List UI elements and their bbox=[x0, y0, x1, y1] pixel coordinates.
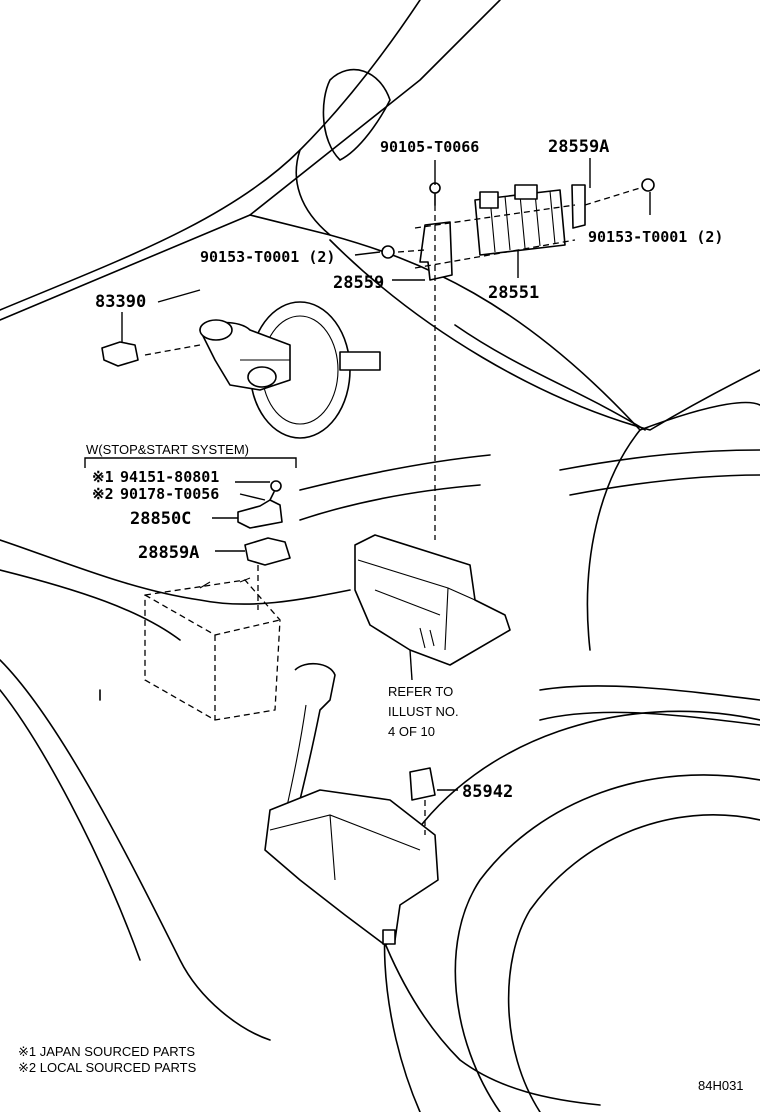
nut-94151 bbox=[270, 480, 282, 492]
label-90105: 90105-T0066 bbox=[380, 138, 479, 156]
assembly-line bbox=[397, 249, 426, 253]
battery bbox=[144, 577, 281, 721]
washer-tank bbox=[264, 662, 439, 946]
label-28859A: 28859A bbox=[138, 543, 199, 563]
variant-line1-part: 94151-80801 bbox=[120, 468, 219, 486]
assembly-line bbox=[144, 344, 201, 356]
nut-90153-right bbox=[641, 178, 655, 192]
bracket-28859A bbox=[244, 537, 291, 566]
sensor-28850C bbox=[237, 491, 283, 529]
label-83390: 83390 bbox=[95, 292, 146, 312]
label-28559: 28559 bbox=[333, 273, 384, 293]
junction-block bbox=[474, 184, 566, 256]
variant-line1-mark: ※1 bbox=[92, 468, 114, 486]
illustration-code: 84H031 bbox=[698, 1078, 744, 1093]
leader-refer bbox=[409, 649, 413, 681]
label-28559A: 28559A bbox=[548, 137, 609, 157]
variant-line2-part: 90178-T0056 bbox=[120, 485, 219, 503]
leader-90153-left bbox=[354, 251, 381, 256]
assembly-line bbox=[584, 187, 641, 206]
legend-line1: ※1 JAPAN SOURCED PARTS bbox=[18, 1044, 195, 1059]
variant-box-title: W(STOP&START SYSTEM) bbox=[86, 442, 249, 457]
bracket-28559A bbox=[571, 184, 586, 229]
refer-line3: 4 OF 10 bbox=[388, 724, 435, 739]
relay-box bbox=[354, 534, 511, 666]
label-28850C: 28850C bbox=[130, 509, 191, 529]
nut-90153-left bbox=[381, 245, 395, 259]
assembly-line bbox=[414, 204, 576, 269]
label-85942: 85942 bbox=[462, 782, 513, 802]
legend-line2: ※2 LOCAL SOURCED PARTS bbox=[18, 1060, 197, 1075]
switch-83390 bbox=[101, 341, 139, 367]
leader-90178 bbox=[239, 493, 266, 501]
bolt-90105 bbox=[429, 182, 441, 206]
label-28551: 28551 bbox=[488, 283, 539, 303]
bracket-28559 bbox=[419, 221, 453, 281]
label-90153-left: 90153-T0001 (2) bbox=[200, 248, 335, 266]
relay-85942 bbox=[409, 767, 436, 801]
brake-booster bbox=[199, 301, 381, 439]
label-90153-right: 90153-T0001 (2) bbox=[588, 228, 723, 246]
variant-box-bracket bbox=[84, 457, 297, 468]
refer-line2: ILLUST NO. bbox=[388, 704, 459, 719]
refer-line1: REFER TO bbox=[388, 684, 453, 699]
variant-line2-mark: ※2 bbox=[92, 485, 114, 503]
leader-83390-hood bbox=[157, 289, 201, 303]
